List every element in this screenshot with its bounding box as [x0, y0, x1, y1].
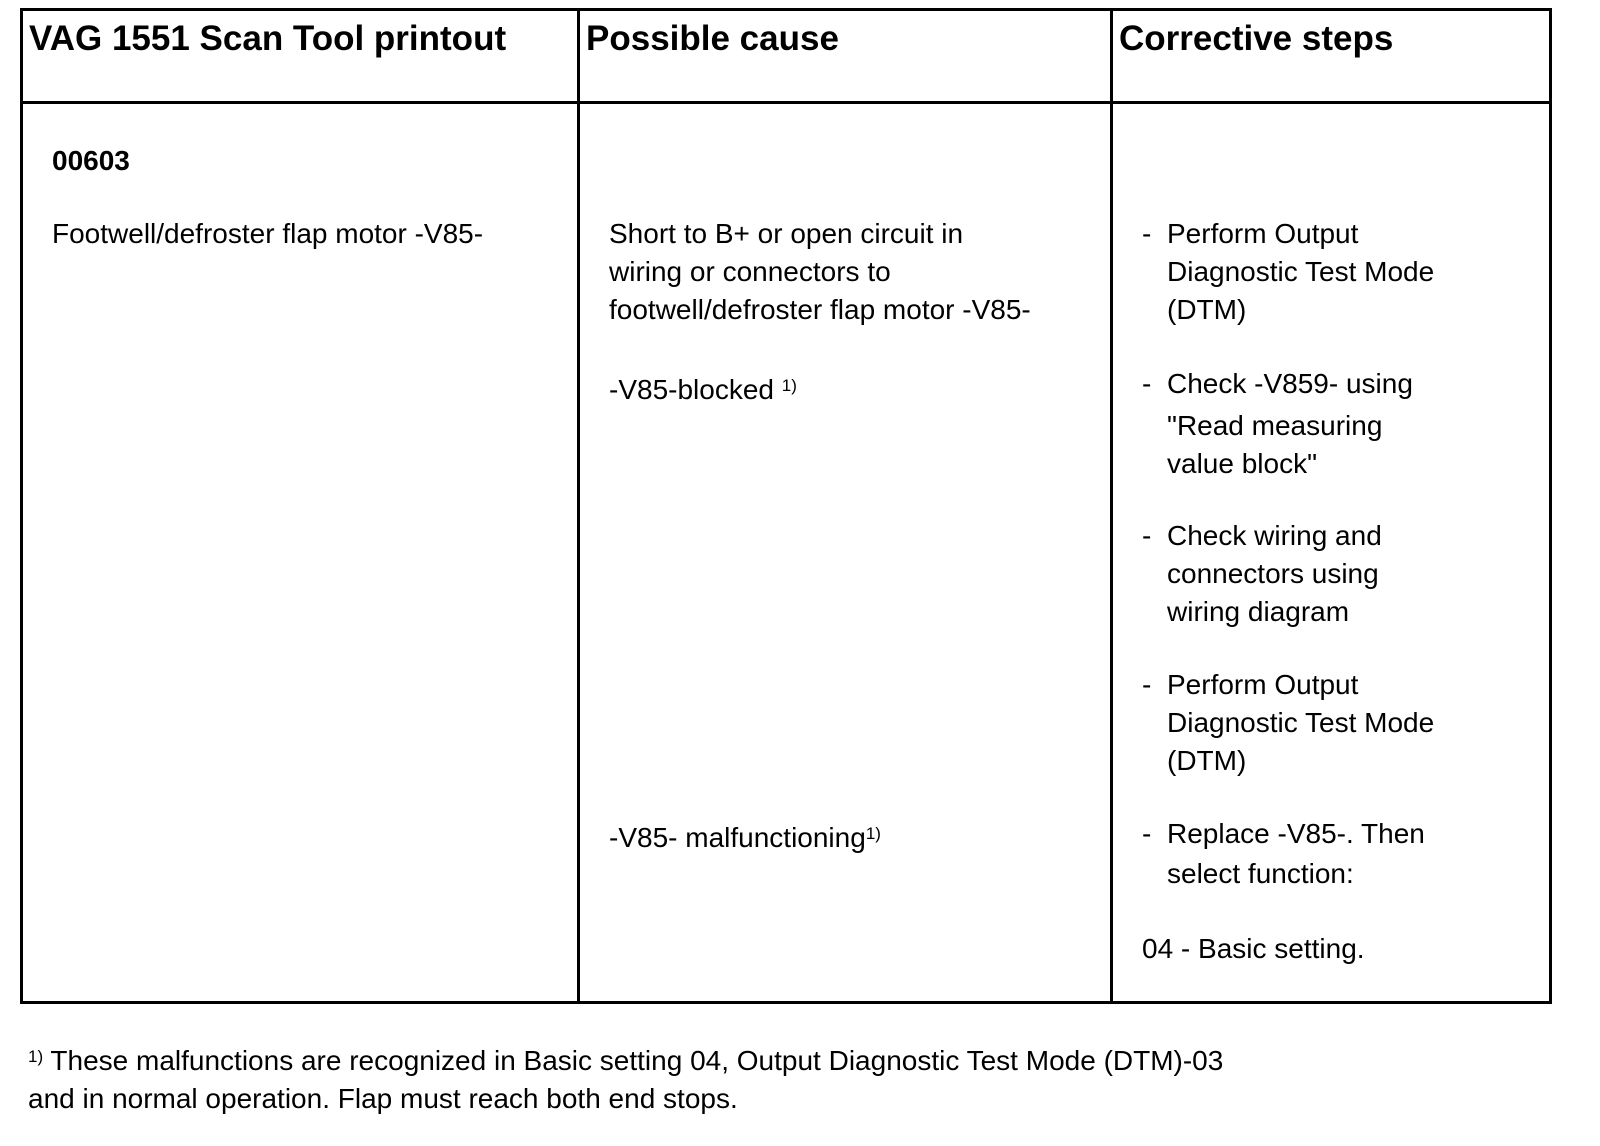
step-line: Check -V859- using — [1167, 368, 1413, 399]
step-line: (DTM) — [1167, 294, 1247, 325]
step-line: select function: — [1167, 858, 1354, 889]
step-dash: - — [1142, 218, 1152, 249]
corrective-step: - Perform Output Diagnostic Test Mode (D… — [1142, 666, 1434, 780]
corrective-step: - Replace -V85-. Then select function: — [1142, 815, 1425, 893]
step-line: Check wiring and — [1167, 520, 1382, 551]
footnote-line-1: 1) These malfunctions are recognized in … — [28, 1042, 1223, 1080]
step-dash: - — [1142, 368, 1152, 399]
cause-short-circuit-line: footwell/defroster flap motor -V85- — [609, 294, 1031, 325]
step-dash: - — [1142, 520, 1152, 551]
step-dash: - — [1142, 669, 1152, 700]
corrective-step: - Perform Output Diagnostic Test Mode (D… — [1142, 215, 1434, 329]
step-dash: - — [1142, 818, 1152, 849]
basic-setting: 04 - Basic setting. — [1142, 933, 1365, 964]
step-line: connectors using — [1167, 558, 1379, 589]
footnote-text: These malfunctions are recognized in Bas… — [50, 1045, 1224, 1076]
cause-short-circuit: Short to B+ or open circuit in wiring or… — [609, 215, 1031, 329]
cause-malfunctioning-text: -V85- malfunctioning — [609, 822, 866, 853]
cause-blocked: -V85-blocked 1) — [609, 371, 797, 409]
step-line: wiring diagram — [1167, 596, 1350, 627]
step-line: Perform Output — [1167, 218, 1359, 249]
header-divider — [23, 101, 1549, 104]
cause-short-circuit-line: Short to B+ or open circuit in — [609, 218, 964, 249]
fault-code: 00603 — [52, 145, 130, 176]
column-divider — [1110, 11, 1113, 1001]
step-line: Replace -V85-. Then — [1167, 818, 1425, 849]
header-corrective-steps: Corrective steps — [1119, 19, 1394, 58]
footnote: 1) These malfunctions are recognized in … — [28, 1042, 1223, 1118]
footnote-marker: 1) — [781, 376, 797, 395]
step-line: "Read measuring — [1167, 410, 1383, 441]
footnote-marker: 1) — [865, 824, 881, 843]
footnote-marker: 1) — [28, 1047, 44, 1066]
corrective-step: - Check -V859- using "Read measuring val… — [1142, 365, 1413, 483]
step-line: Diagnostic Test Mode — [1167, 707, 1435, 738]
step-line: value block" — [1167, 448, 1318, 479]
header-possible-cause: Possible cause — [586, 19, 839, 58]
cause-blocked-text: -V85-blocked — [609, 374, 774, 405]
cause-malfunctioning: -V85- malfunctioning1) — [609, 819, 881, 857]
step-line: Perform Output — [1167, 669, 1359, 700]
header-scan-tool-printout: VAG 1551 Scan Tool printout — [29, 19, 507, 58]
fault-description: Footwell/defroster flap motor -V85- — [52, 218, 484, 249]
footnote-line-2: and in normal operation. Flap must reach… — [28, 1083, 738, 1114]
column-divider — [577, 11, 580, 1001]
step-line: Diagnostic Test Mode — [1167, 256, 1435, 287]
step-line: (DTM) — [1167, 745, 1247, 776]
cause-short-circuit-line: wiring or connectors to — [609, 256, 891, 287]
fault-table: VAG 1551 Scan Tool printout Possible cau… — [20, 8, 1552, 1004]
corrective-step: - Check wiring and connectors using wiri… — [1142, 517, 1382, 631]
